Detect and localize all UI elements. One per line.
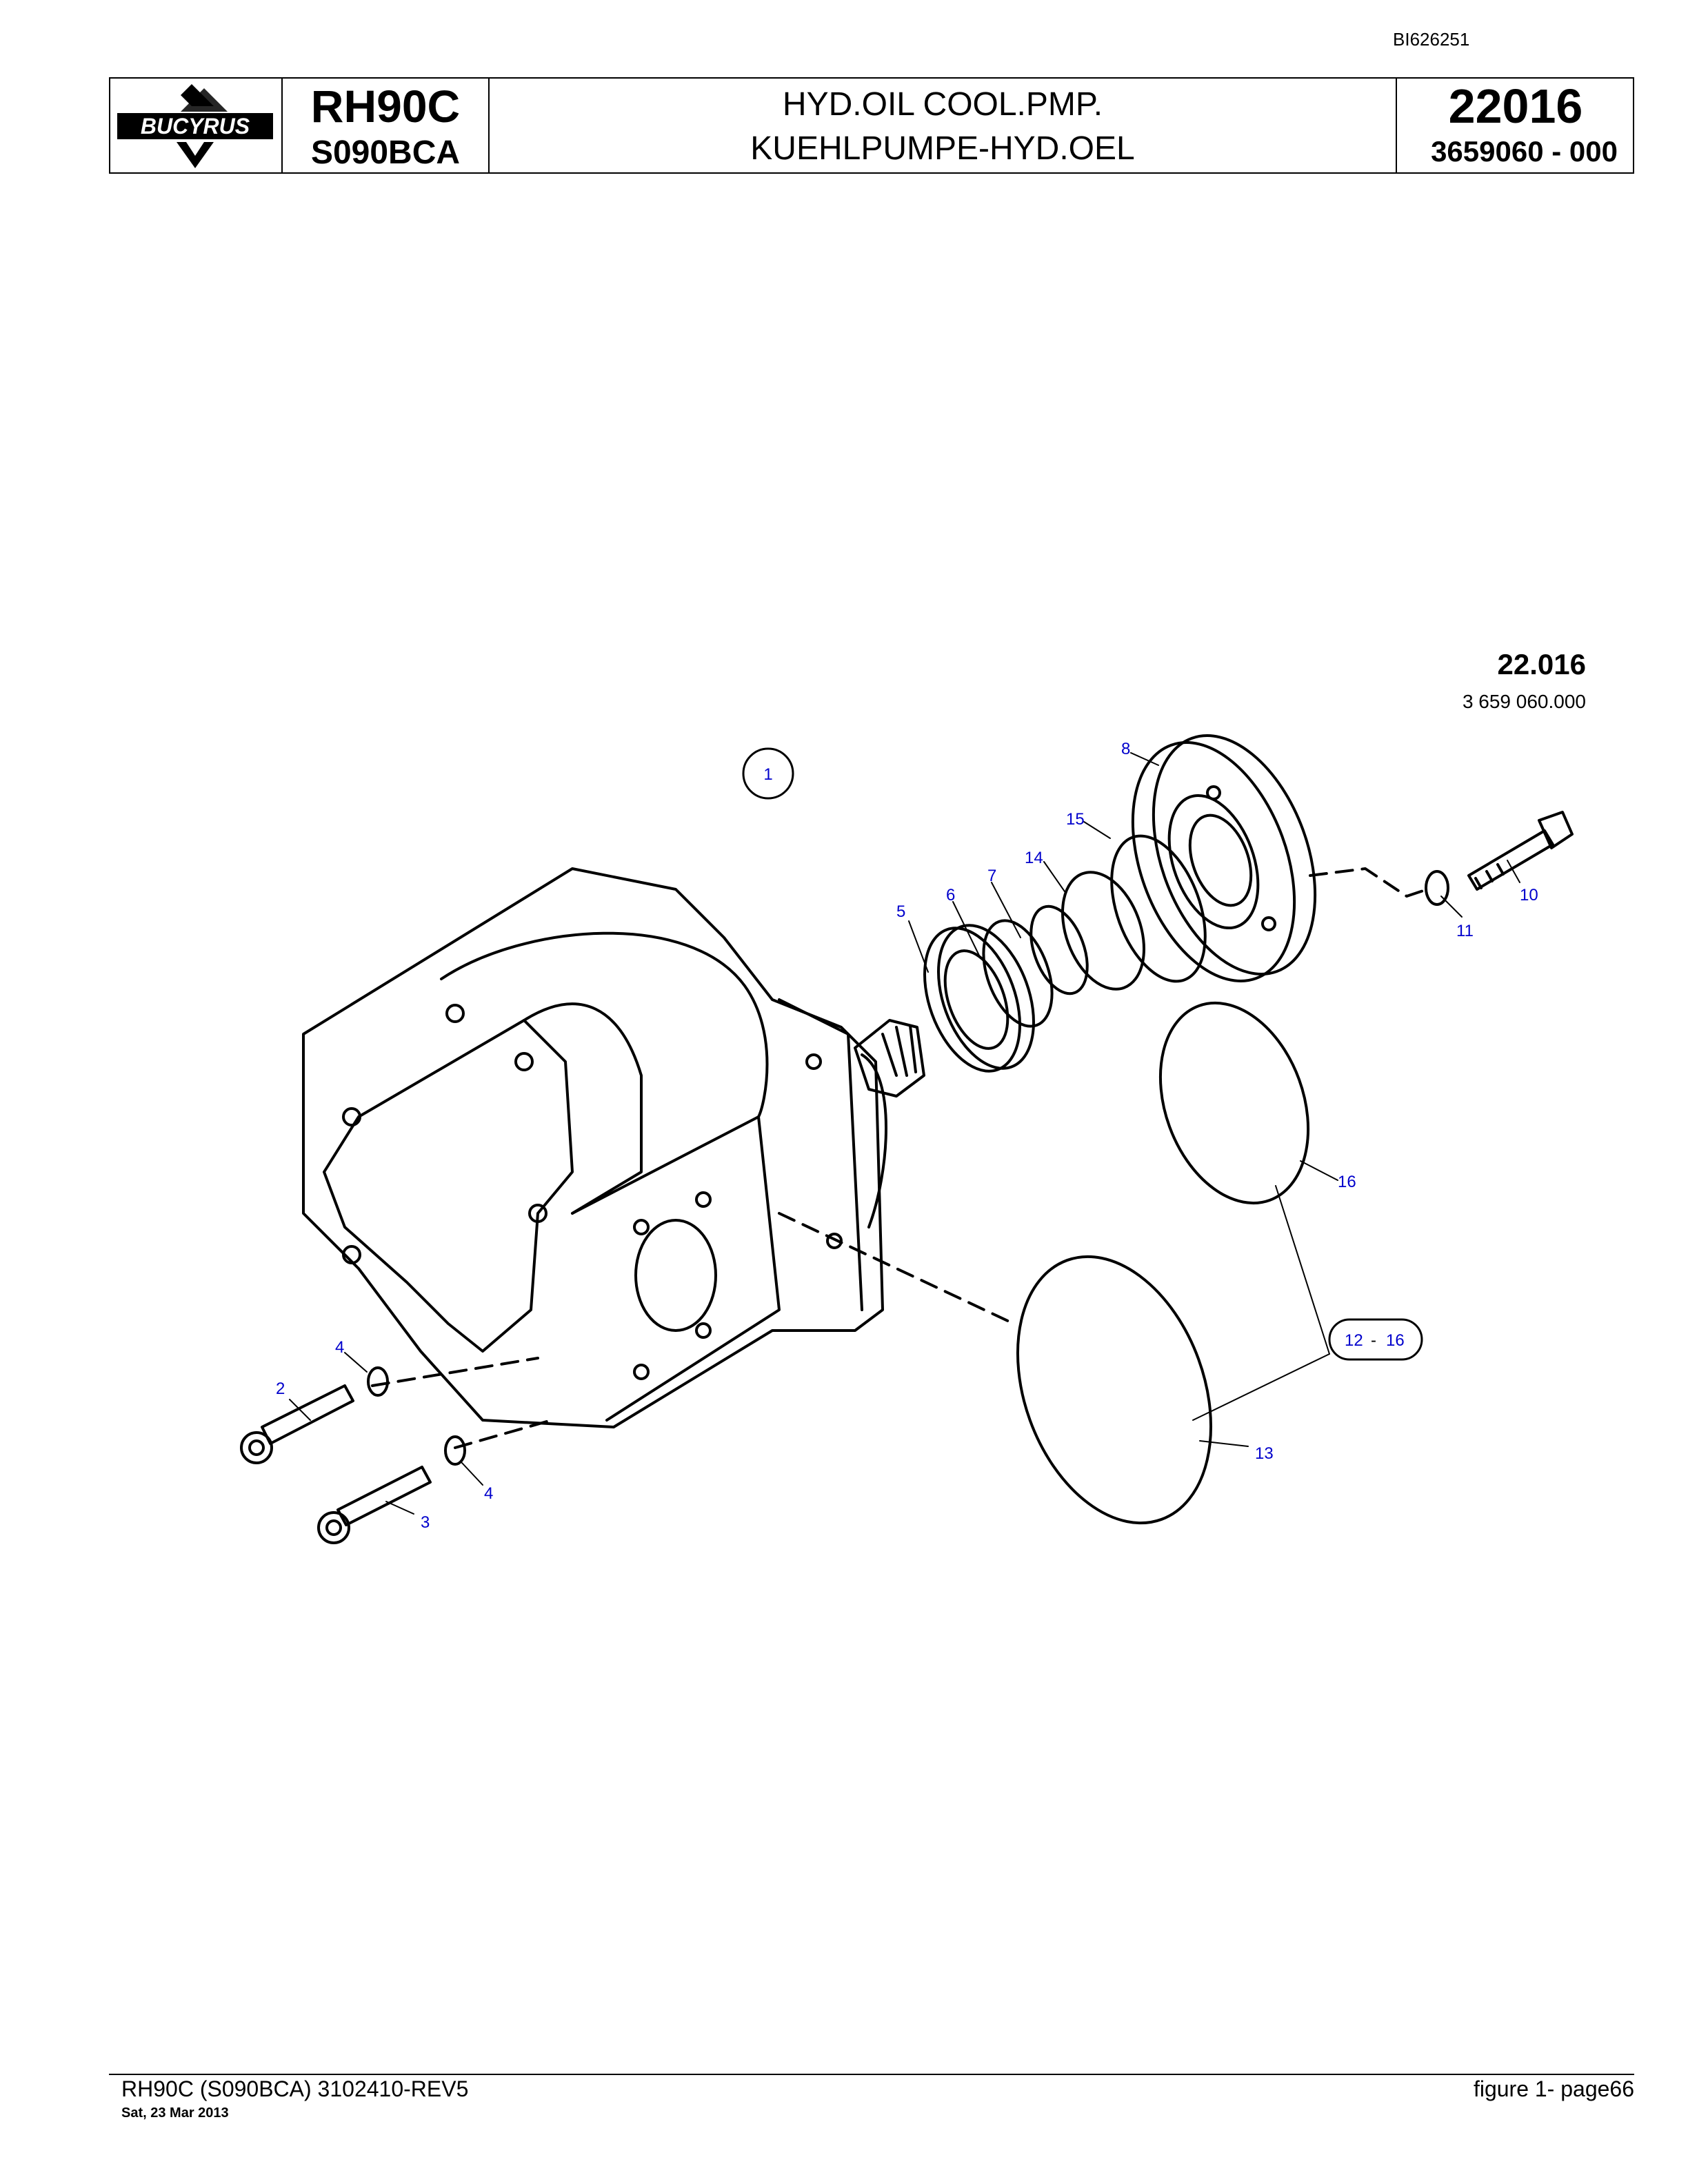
footer-document-ref: RH90C (S090BCA) 3102410-REV5 [121, 2076, 469, 2101]
callout-4-upper: 4 [335, 1338, 344, 1357]
callout-5: 5 [896, 902, 905, 921]
bolt-2 [240, 1384, 354, 1464]
retaining-ring [1029, 904, 1089, 995]
pump-flange [1131, 734, 1317, 982]
title-cell: HYD.OIL COOL.PMP. KUEHLPUMPE-HYD.OEL [490, 79, 1397, 172]
callout-4-lower: 4 [484, 1484, 493, 1503]
model-name: RH90C [310, 81, 461, 132]
bucyrus-logo: BUCYRUS [117, 84, 273, 168]
o-ring-13 [1016, 1255, 1213, 1525]
pump-shaft [854, 1019, 925, 1098]
callout-15: 15 [1066, 810, 1085, 829]
logo-cell: BUCYRUS [110, 79, 283, 172]
ball-bearing [923, 924, 1035, 1073]
bolt-3 [317, 1466, 432, 1544]
o-ring-16 [1158, 1001, 1310, 1205]
callout-6: 6 [946, 886, 955, 904]
callout-7: 7 [987, 867, 996, 885]
serial-code: S090BCA [310, 134, 461, 171]
number-cell: 22016 3659060 - 000 [1397, 79, 1634, 172]
svg-text:BUCYRUS: BUCYRUS [141, 114, 250, 139]
callout-10: 10 [1520, 886, 1538, 904]
callout-16: 16 [1338, 1173, 1356, 1191]
range-callout-from: 12 [1345, 1331, 1363, 1350]
callout-8: 8 [1121, 740, 1130, 758]
pump-body [302, 867, 887, 1428]
figure-number: 22.016 [1497, 648, 1586, 680]
figure-part-number: 3 659 060.000 [1462, 691, 1586, 712]
callout-13: 13 [1255, 1444, 1274, 1463]
range-callout-separator: - [1371, 1331, 1376, 1350]
part-number: 3659060 - 000 [1431, 135, 1618, 168]
footer-date: Sat, 23 Mar 2013 [121, 2105, 229, 2121]
lock-washer [1425, 870, 1449, 906]
footer-page-ref: figure 1- page66 [1473, 2076, 1634, 2101]
footer-divider [109, 2074, 1634, 2075]
title-english: HYD.OIL COOL.PMP. [782, 86, 1103, 123]
document-id: BI626251 [1393, 29, 1470, 50]
title-block: BUCYRUS RH90C S090BCA HYD.OIL COOL.PMP. … [109, 77, 1634, 174]
callout-11: 11 [1456, 922, 1474, 940]
callout-1: 1 [763, 765, 772, 784]
callout-3: 3 [421, 1513, 430, 1532]
callout-2: 2 [276, 1379, 285, 1398]
range-callout-to: 16 [1386, 1331, 1405, 1350]
callout-labels: 1 2 3 4 4 5 6 7 8 10 11 13 14 15 16 12 -… [276, 740, 1538, 1532]
washer-upper [367, 1366, 389, 1397]
flange-bolt [1467, 811, 1574, 891]
model-cell: RH90C S090BCA [283, 79, 490, 172]
assembly-lines [371, 867, 1429, 1449]
title-german: KUEHLPUMPE-HYD.OEL [750, 130, 1135, 167]
leader-lines [289, 752, 1520, 1515]
callout-14: 14 [1025, 849, 1043, 867]
washer-lower [444, 1435, 466, 1466]
group-number: 22016 [1448, 79, 1583, 133]
spacer-ring [1061, 871, 1145, 991]
seal-ring [982, 919, 1054, 1028]
